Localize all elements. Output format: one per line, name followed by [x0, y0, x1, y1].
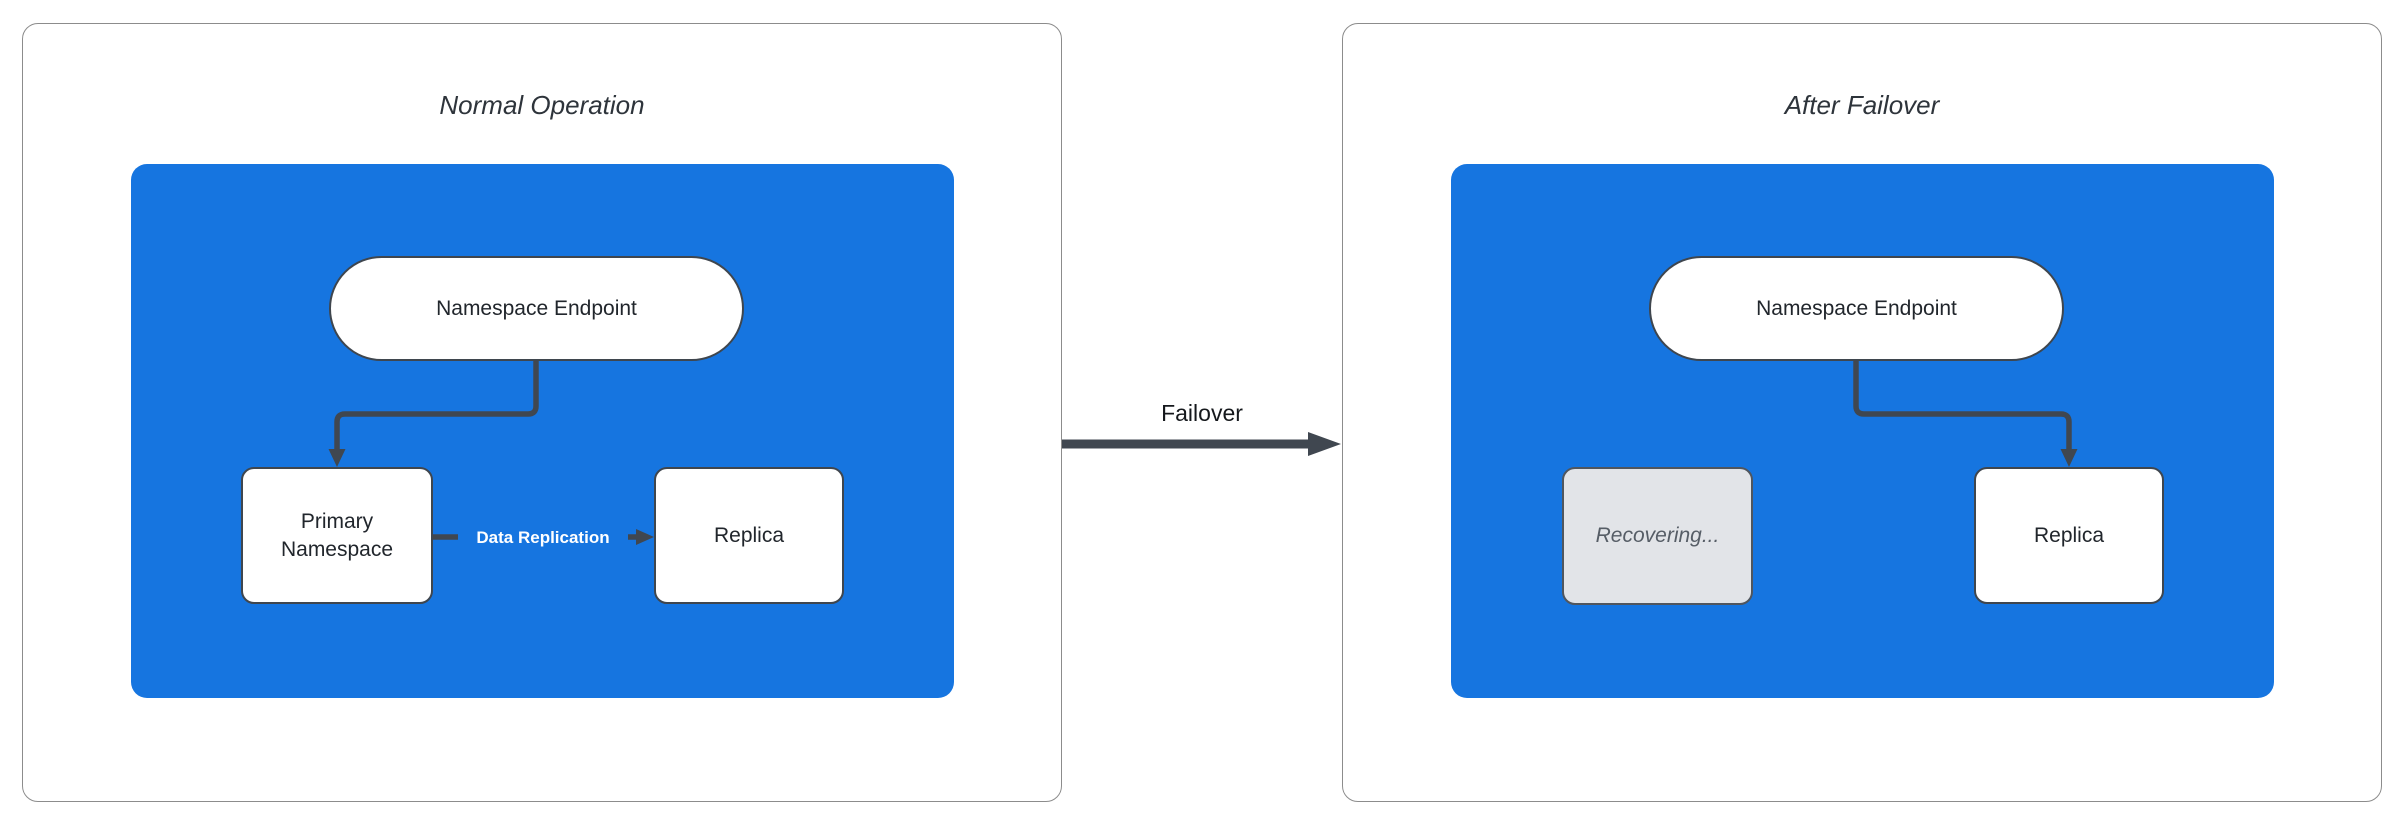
replica-label-failover: Replica — [2033, 523, 2105, 547]
recovering-node: Recovering... — [1562, 467, 1753, 605]
failover-arrowhead — [1308, 432, 1341, 456]
edge-endpoint-to-primary — [334, 361, 539, 451]
primary-namespace-label: Primary Namespace — [280, 509, 394, 561]
primary-namespace-node: Primary Namespace — [241, 467, 433, 604]
replica-node-failover: Replica — [1974, 467, 2164, 604]
edges-normal-operation — [328, 361, 654, 545]
panel-title-normal-operation: Normal Operation — [439, 90, 645, 120]
after-failover-panel: After Failover Namespace Endpoint Recove… — [1342, 23, 2382, 802]
edge-endpoint-to-replica — [1853, 361, 2072, 451]
edges-after-failover — [1853, 361, 2078, 467]
recovering-label: Recovering... — [1595, 524, 1720, 547]
normal-operation-container: Namespace Endpoint Primary Namespace Rep… — [131, 164, 954, 698]
replica-node-normal: Replica — [654, 467, 844, 604]
edge-primary-to-replica-arrowhead — [636, 529, 654, 545]
data-replication-edge-label: Data Replication — [458, 525, 628, 550]
edge-endpoint-to-replica-arrowhead — [2060, 449, 2078, 467]
namespace-endpoint-node: Namespace Endpoint — [329, 256, 744, 361]
namespace-endpoint-label: Namespace Endpoint — [436, 296, 637, 320]
failover-arrow — [1062, 432, 1341, 456]
after-failover-container: Namespace Endpoint Recovering... Replica — [1451, 164, 2274, 698]
edge-endpoint-to-primary-arrowhead — [328, 449, 346, 467]
failover-arrow-label: Failover — [1161, 400, 1243, 426]
normal-operation-panel: Normal Operation Namespace Endpoint Prim… — [22, 23, 1062, 802]
panel-title-after-failover: After Failover — [1784, 90, 1940, 120]
namespace-endpoint-node-failover: Namespace Endpoint — [1649, 256, 2064, 361]
namespace-endpoint-label-failover: Namespace Endpoint — [1756, 296, 1957, 320]
replica-label-normal: Replica — [713, 523, 785, 547]
